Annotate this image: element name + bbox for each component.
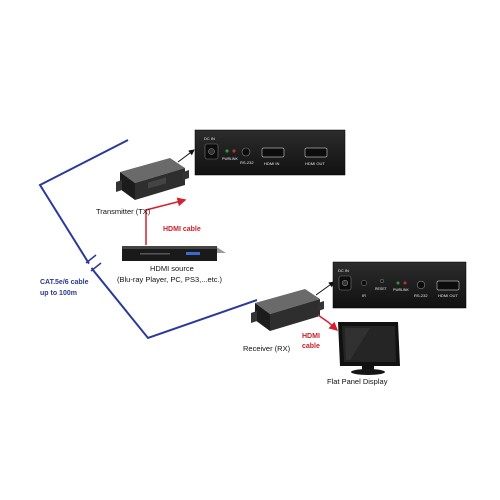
flat-panel-display (338, 322, 400, 375)
cable-break-mark (90, 262, 102, 272)
rx-panel-hdmi-out-label: HDMI OUT (438, 293, 458, 298)
receiver-device (251, 289, 324, 331)
tx-panel-hdmi-in-label: HDMI IN (264, 161, 280, 166)
hdmi-cable-top-label: HDMI cable (163, 226, 201, 233)
tx-rear-panel (194, 129, 346, 176)
rx-panel-ir-label: IR (362, 293, 366, 298)
tx-panel-dc-in-label: DC IN (204, 136, 215, 141)
cable-break-mark (85, 254, 97, 264)
rx-panel-dc-in-label: DC IN (338, 268, 349, 273)
cat-cable-label: CAT.5e/6 cable (40, 279, 89, 286)
rx-panel-callout-arrow (315, 281, 335, 296)
transmitter-device (116, 158, 189, 200)
tx-panel-hdmi-out-label: HDMI OUT (305, 161, 325, 166)
cat-cable-distance-label: up to 100m (40, 290, 77, 297)
hdmi-source-player (122, 246, 226, 261)
display-label: Flat Panel Display (327, 377, 388, 386)
transmitter-label: Transmitter (TX) (96, 207, 151, 216)
rx-panel-pwr-label: PWR (393, 288, 402, 292)
hdmi-source-label: HDMI source (150, 264, 194, 273)
tx-panel-callout-arrow (177, 149, 195, 163)
tx-panel-pwr-label: PWR (222, 157, 231, 161)
rx-panel-reset-label: RESET (375, 287, 387, 291)
tx-panel-link-label: LINK (230, 157, 238, 161)
hdmi-cable-bottom-line (317, 314, 339, 331)
rx-panel-rs232-label: RS-232 (414, 293, 428, 298)
rx-rear-panel (332, 261, 467, 309)
hdmi-cable-top-line (145, 197, 187, 245)
hdmi-source-examples-label: (Blu-ray Player, PC, PS3,...etc.) (117, 275, 223, 284)
tx-panel-rs232-label: RS-232 (240, 160, 254, 165)
receiver-label: Receiver (RX) (243, 344, 291, 353)
hdmi-cable-bottom-label: HDMI (302, 333, 320, 340)
rx-panel-link-label: LINK (401, 288, 409, 292)
hdmi-cable-bottom-label-2: cable (302, 343, 320, 350)
